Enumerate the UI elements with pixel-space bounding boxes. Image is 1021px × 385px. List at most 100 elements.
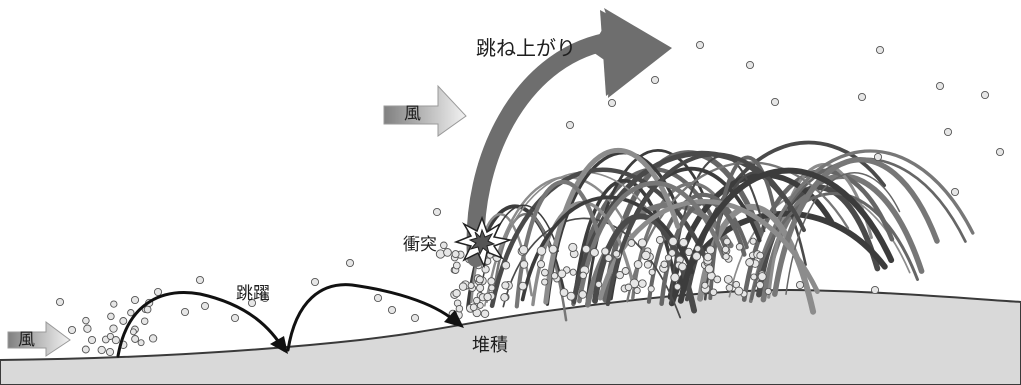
sand-grain	[483, 292, 492, 302]
sand-grain	[875, 45, 885, 55]
sand-grain	[476, 301, 484, 309]
sand-grain	[110, 300, 118, 308]
sand-grain	[579, 271, 587, 280]
sand-grain	[550, 272, 559, 280]
sand-grain	[755, 280, 765, 290]
sand-grain	[601, 247, 610, 256]
sand-grain	[518, 245, 529, 255]
sand-grain	[440, 241, 448, 250]
sand-grain	[795, 280, 805, 290]
sand-grain	[695, 40, 705, 50]
sand-grain	[83, 324, 92, 333]
sand-grain	[735, 243, 744, 251]
sand-grain	[595, 280, 603, 288]
sand-grain	[148, 334, 158, 343]
sand-grain	[111, 336, 120, 345]
sand-grain	[660, 260, 669, 269]
sand-grain	[633, 260, 643, 269]
sand-grain	[935, 81, 945, 91]
ground-surface	[0, 288, 1021, 385]
sand-grain	[432, 207, 442, 217]
sand-grain	[725, 283, 734, 292]
sand-grain	[950, 187, 960, 197]
grass-blade	[491, 212, 568, 322]
grass-blade	[750, 192, 919, 301]
sand-grain	[536, 246, 547, 256]
sand-grain	[873, 152, 883, 162]
sand-grain	[153, 287, 163, 297]
sand-grain	[589, 248, 599, 257]
sand-grain	[723, 274, 733, 284]
label-splash-up: 跳ね上がり	[476, 36, 576, 60]
sand-grain	[624, 283, 633, 292]
label-wind-upper: 風	[404, 104, 421, 124]
sand-grain	[673, 283, 682, 291]
sand-grain	[569, 268, 577, 276]
grass-blade	[502, 217, 682, 319]
sand-grain	[641, 250, 651, 261]
splash-up-arrow	[466, 8, 672, 267]
grass-blade	[772, 157, 940, 297]
wind-arrow-lower	[7, 321, 71, 357]
sand-grain	[310, 277, 320, 287]
sand-grain	[105, 347, 115, 357]
sand-grain	[607, 98, 617, 108]
sand-grain	[87, 335, 97, 345]
sand-grain	[451, 250, 460, 259]
sand-grain	[127, 309, 135, 317]
sand-grain	[129, 328, 137, 336]
sand-grain	[143, 305, 152, 314]
sand-grain	[764, 287, 772, 295]
sand-grain	[745, 60, 755, 70]
sand-grain	[487, 277, 496, 286]
sand-grain	[488, 284, 496, 292]
sand-grain	[668, 236, 678, 247]
sand-grain	[130, 295, 140, 305]
sand-grain	[481, 265, 490, 274]
sand-grain	[750, 273, 758, 281]
explosion-burst-icon	[453, 215, 513, 269]
sand-grain	[749, 237, 757, 245]
grass-blade	[708, 155, 777, 301]
grass-blade	[748, 149, 975, 303]
sand-grain	[566, 291, 576, 301]
sand-grain	[67, 325, 77, 335]
sand-grain	[734, 286, 744, 296]
sand-grain	[704, 264, 714, 274]
sand-grain	[501, 281, 510, 290]
sand-grain	[455, 304, 464, 313]
sand-grain	[679, 238, 689, 248]
wind-arrow-upper	[383, 84, 467, 137]
sand-grain	[541, 268, 549, 277]
sand-grain	[458, 282, 468, 291]
sand-grain	[568, 242, 578, 252]
sand-grain	[557, 269, 567, 279]
sand-grain	[664, 254, 672, 262]
sand-grain	[643, 260, 652, 269]
sand-grain	[713, 275, 722, 284]
sand-grain	[995, 147, 1005, 157]
sand-grain	[578, 290, 587, 299]
sand-grain	[476, 283, 485, 293]
sand-grain	[612, 250, 621, 258]
label-deposition: 堆積	[472, 335, 508, 356]
sand-grain	[137, 339, 145, 347]
sand-grain	[650, 75, 660, 85]
sand-grain	[467, 282, 475, 290]
sand-grain	[119, 317, 128, 325]
sand-grain	[701, 281, 709, 289]
sand-grain	[475, 275, 484, 284]
label-wind-lower: 風	[18, 330, 35, 350]
hop-arrowhead-1	[270, 336, 288, 354]
sand-grain	[705, 245, 716, 255]
sand-grain	[627, 239, 636, 247]
sand-grain	[55, 297, 65, 307]
sand-grain	[694, 245, 702, 253]
sand-grain	[106, 332, 114, 340]
grass-blade	[646, 192, 749, 304]
sand-grain	[692, 251, 702, 261]
sand-grain	[260, 293, 270, 303]
hop-arrowheads	[270, 310, 464, 354]
sand-grain	[131, 335, 140, 343]
